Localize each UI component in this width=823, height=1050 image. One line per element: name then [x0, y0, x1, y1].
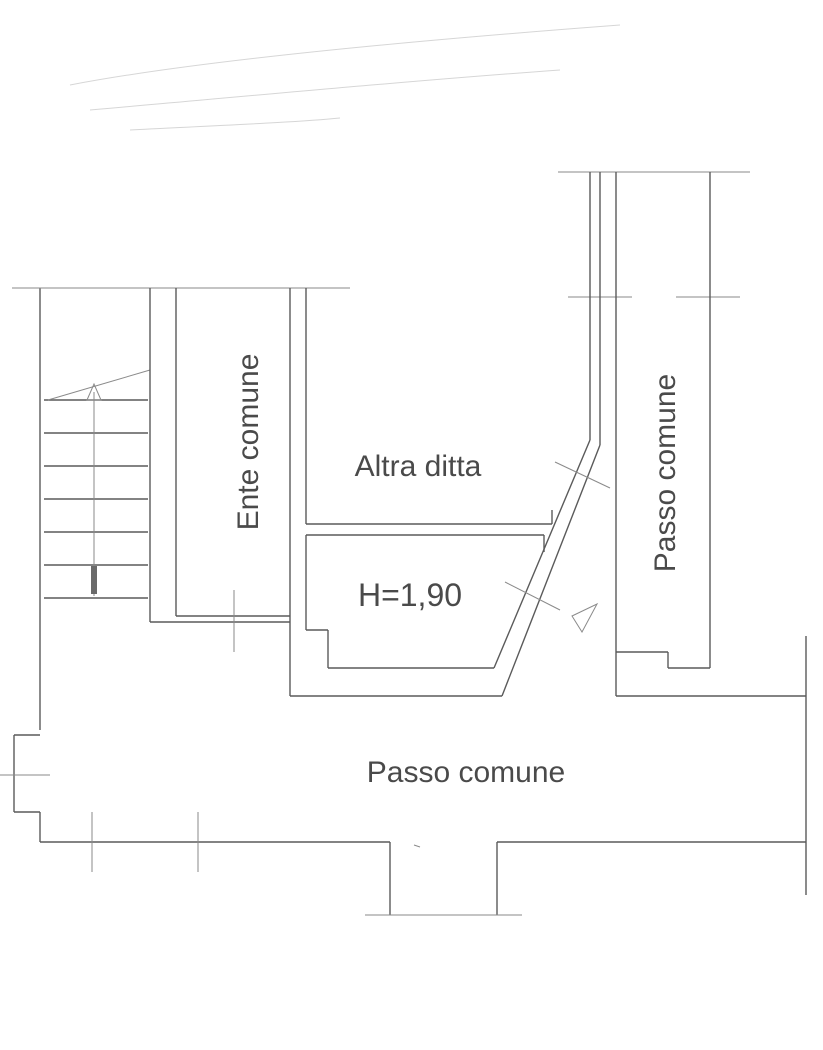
ente-comune-room: [149, 288, 290, 652]
label-altra-ditta: Altra ditta: [355, 450, 482, 483]
scan-smudge: [69, 24, 621, 131]
passo-comune-corridor-right: [615, 172, 807, 895]
passo-comune-area-bottom: [0, 734, 806, 916]
label-passo-comune-horizontal: Passo comune: [367, 756, 565, 789]
label-passo-comune-vertical: Passo comune: [649, 374, 682, 572]
altra-ditta-room: [289, 288, 553, 697]
slanted-wall: [493, 172, 611, 697]
staircase: [39, 288, 151, 730]
top-boundary: [12, 171, 750, 298]
label-height: H=1,90: [358, 577, 462, 613]
label-ente-comune: Ente comune: [232, 354, 265, 531]
